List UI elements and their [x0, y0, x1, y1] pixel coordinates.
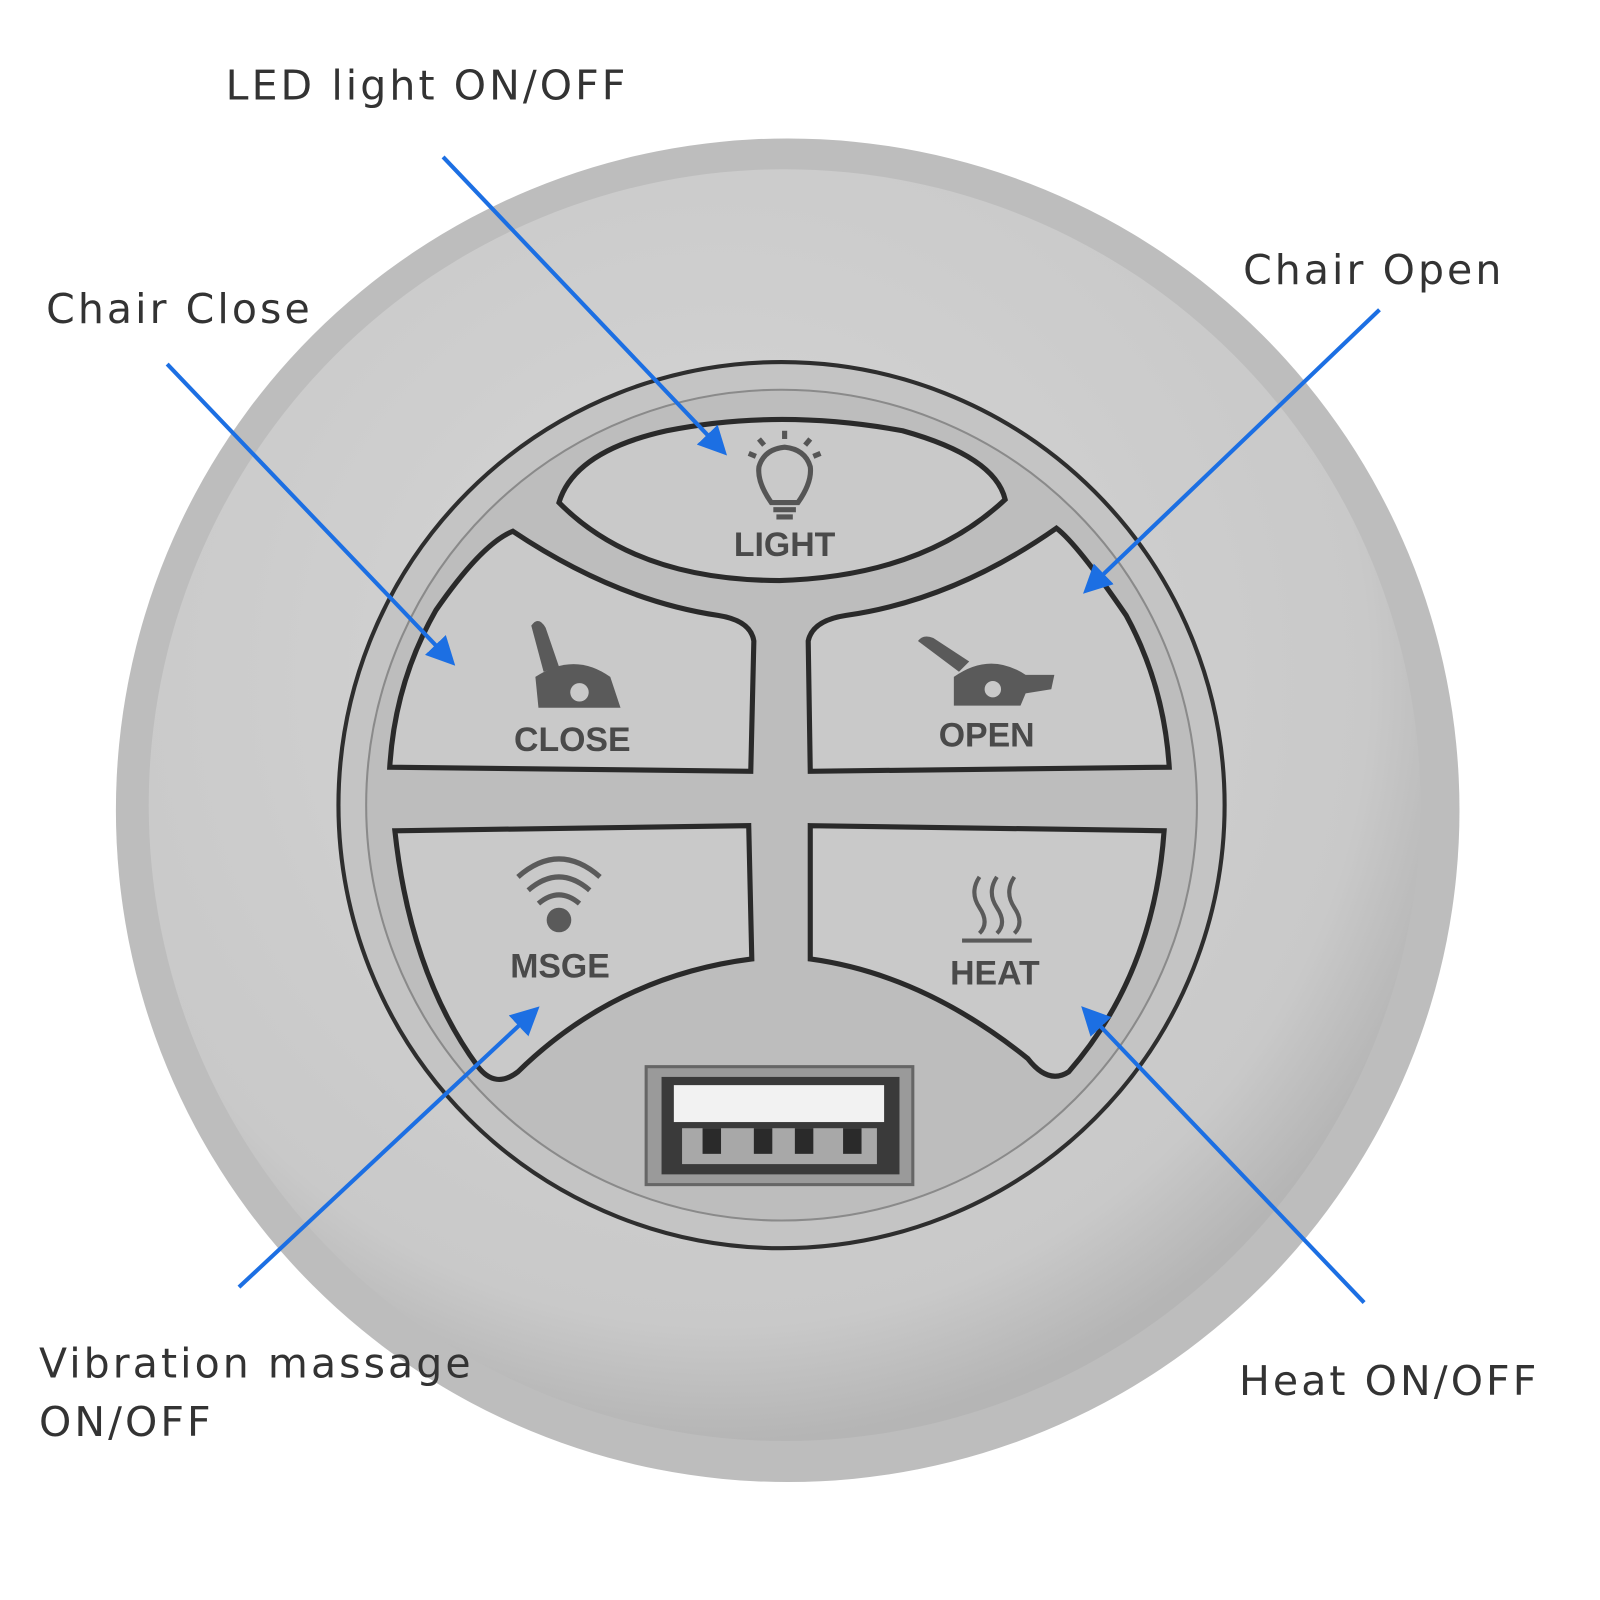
- light-callout: LED light ON/OFF: [226, 61, 629, 109]
- vibration-waves-icon: [516, 856, 602, 933]
- open-callout: Chair Open: [1243, 246, 1504, 294]
- open-button-label: OPEN: [939, 717, 1035, 755]
- heat-waves-icon: [962, 875, 1032, 943]
- heat-button[interactable]: HEAT: [807, 823, 1167, 1079]
- lightbulb-icon: [747, 430, 822, 520]
- close-callout: Chair Close: [46, 285, 313, 333]
- usb-port[interactable]: [644, 1065, 915, 1187]
- massage-leader-line: [237, 1006, 540, 1289]
- heat-callout: Heat ON/OFF: [1239, 1357, 1539, 1405]
- light-button[interactable]: LIGHT: [556, 416, 1008, 584]
- heat-leader-line: [1081, 1006, 1366, 1304]
- close-button-label: CLOSE: [514, 721, 631, 759]
- close-button[interactable]: CLOSE: [387, 528, 757, 774]
- open-button[interactable]: OPEN: [805, 525, 1172, 774]
- massage-button-label: MSGE: [510, 947, 610, 985]
- heat-button-label: HEAT: [950, 955, 1040, 993]
- open-leader-line: [1083, 308, 1381, 594]
- chair-recline-icon: [917, 636, 1055, 706]
- chair-upright-icon: [531, 620, 621, 708]
- massage-callout-line1: Vibration massage: [39, 1339, 474, 1387]
- close-leader-line: [165, 362, 456, 666]
- light-button-label: LIGHT: [734, 526, 836, 564]
- massage-callout-line2: ON/OFF: [39, 1398, 214, 1446]
- light-leader-line: [441, 155, 728, 456]
- massage-button[interactable]: MSGE: [392, 823, 755, 1082]
